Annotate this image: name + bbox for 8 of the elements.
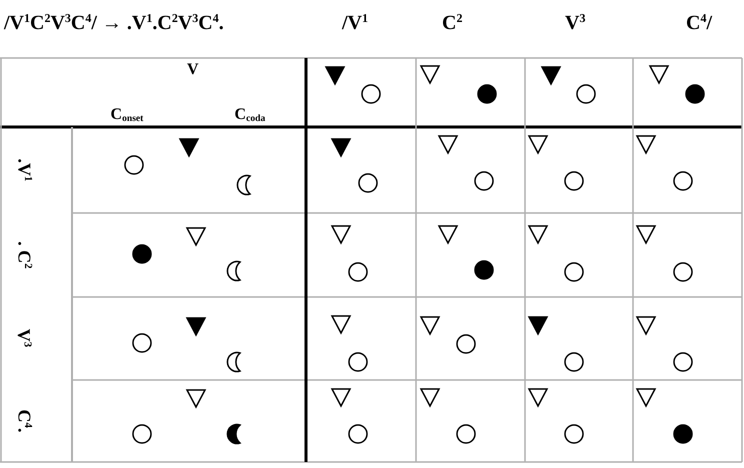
column-heading: /V$^{1}$: [342, 13, 368, 33]
header-label: V: [187, 62, 199, 78]
column-heading: C$^{2}$: [442, 13, 462, 33]
column-heading: C$^{4}$/: [686, 13, 712, 33]
column-heading: V$^{3}$: [565, 13, 586, 33]
header-label: C$_{onset}$: [110, 107, 144, 123]
header-label: C$_{coda}$: [234, 107, 266, 123]
title: /V$^{1}$C$^{2}$V$^{3}$C$^{4}$/ → .V$^{1}$.C$^{2}$V$^{3}$C$^{4}$.: [4, 13, 224, 33]
